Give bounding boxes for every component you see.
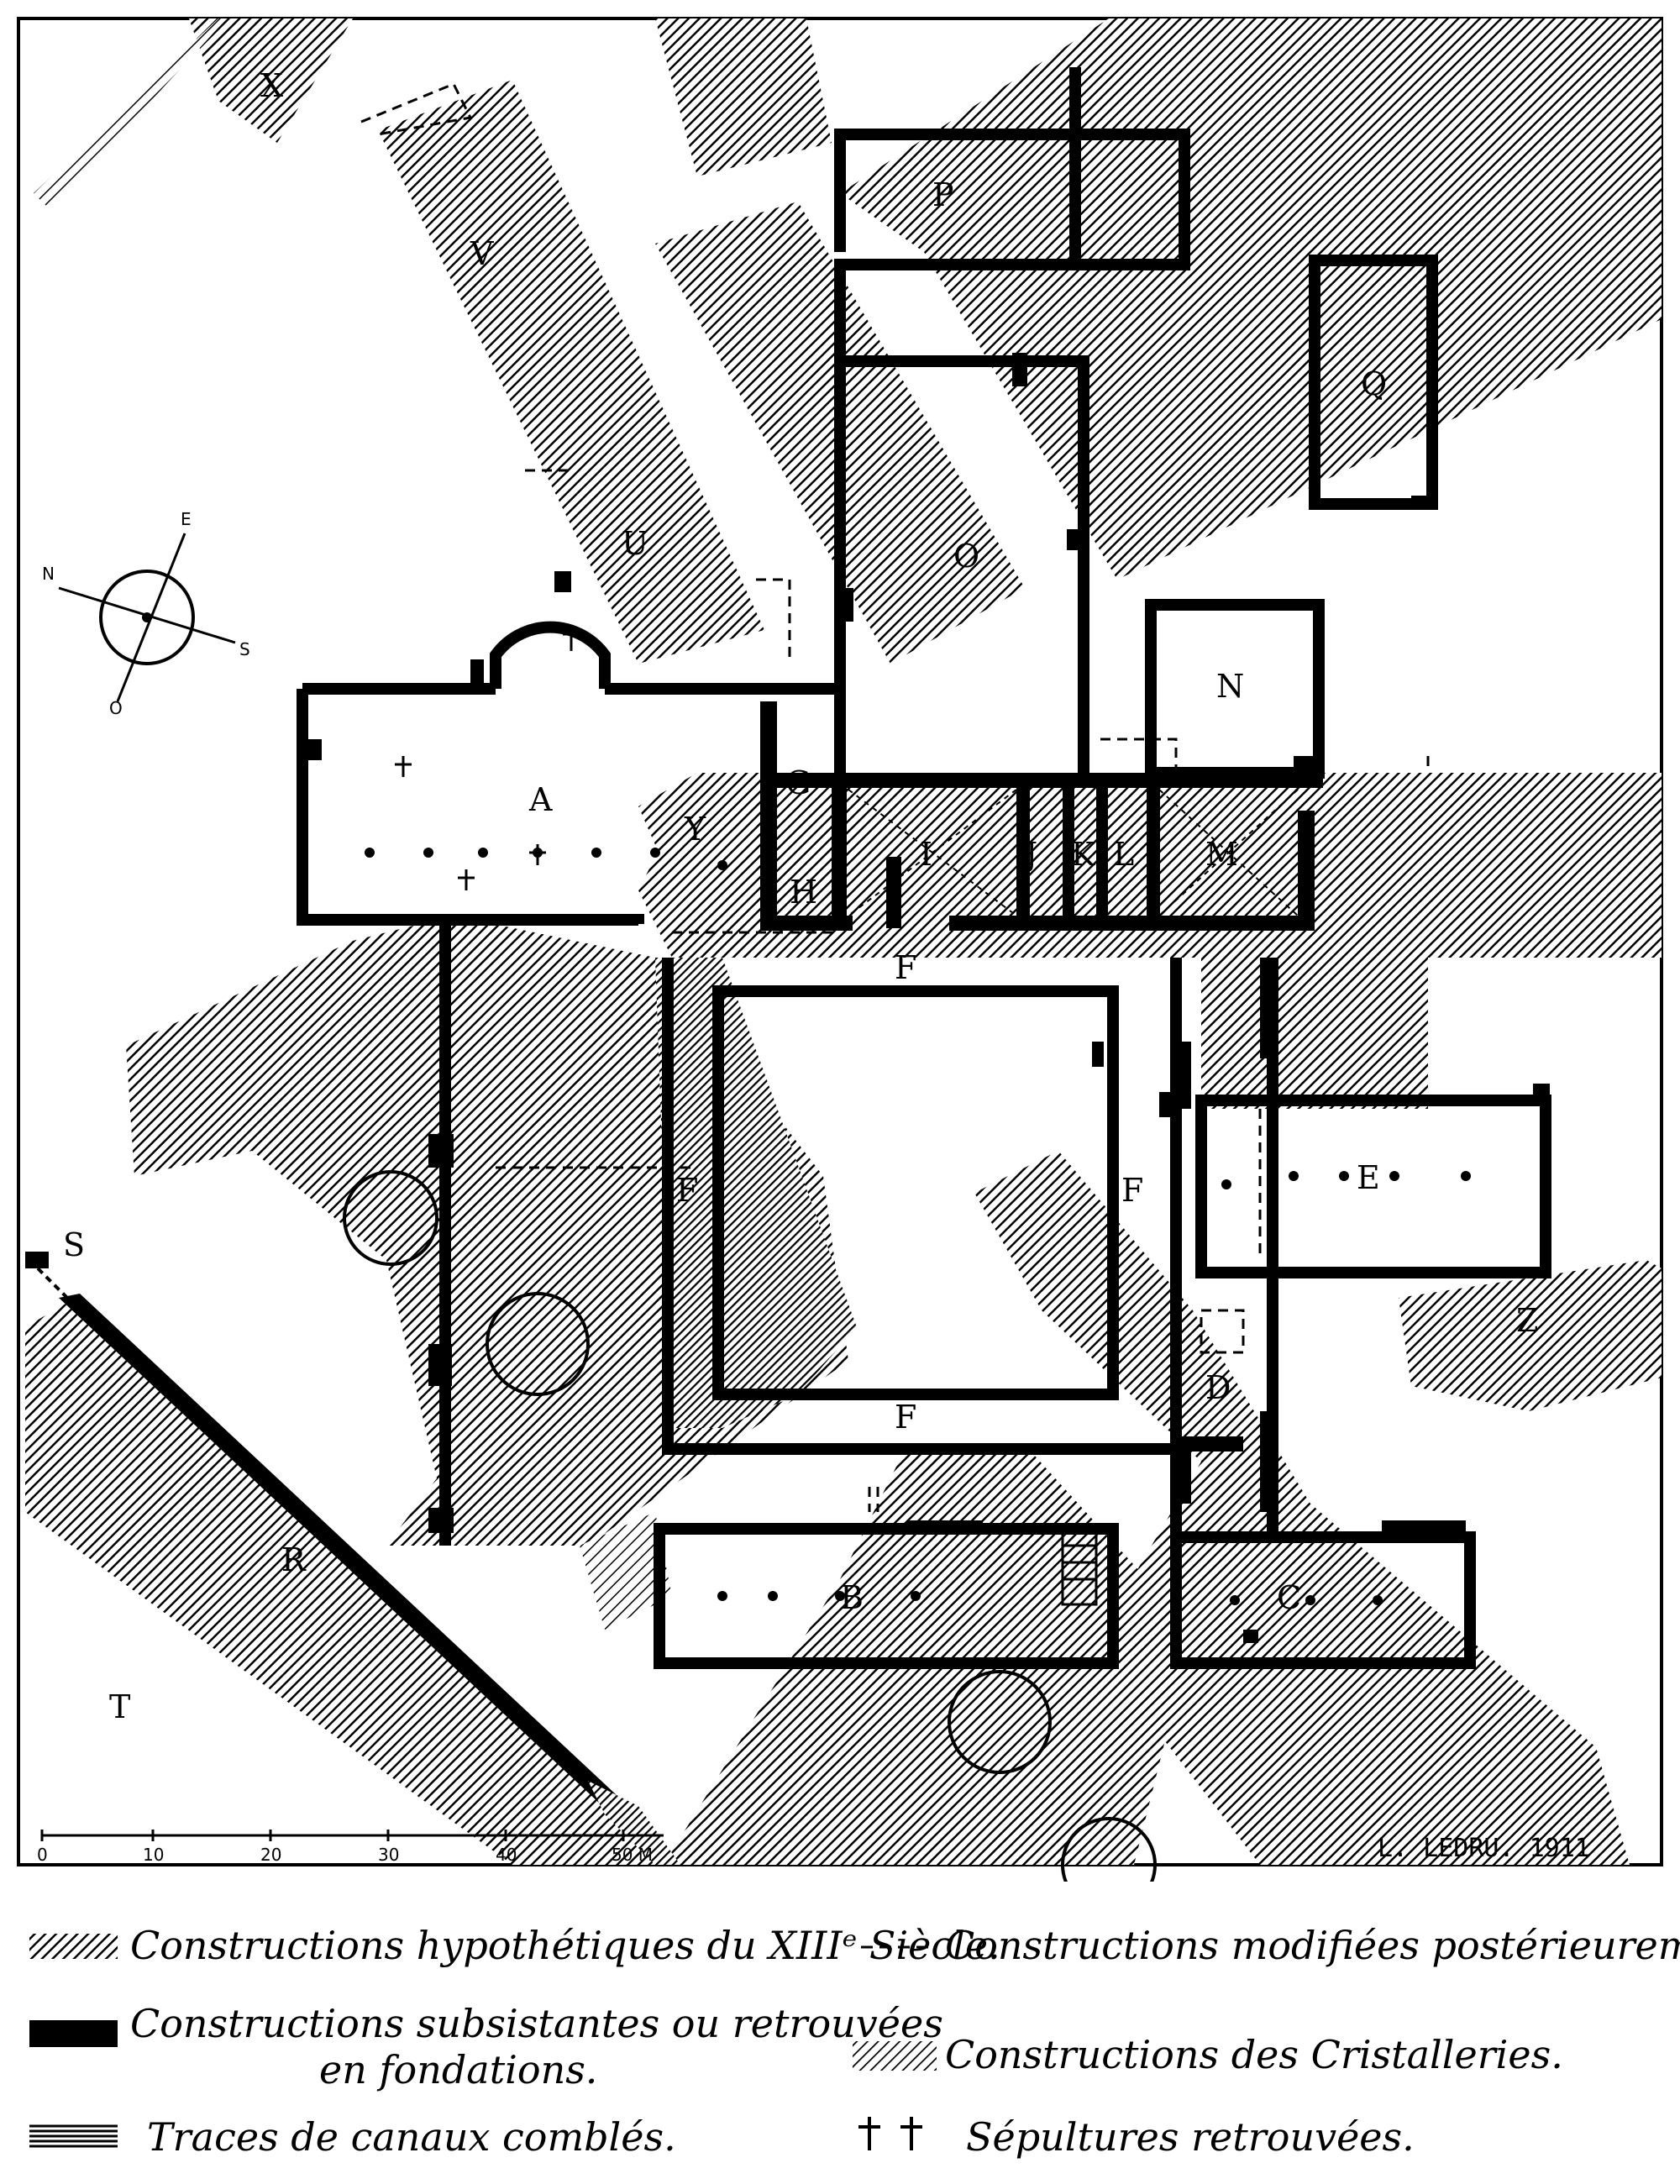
well-1 (343, 1170, 438, 1266)
well-4 (1061, 1817, 1157, 1882)
label-T: T (109, 1688, 130, 1725)
legend-modified: Constructions modifiées postérieurement (945, 1923, 1680, 1968)
scale-tick-50: 50 M (612, 1845, 653, 1865)
label-L: L (1113, 836, 1134, 873)
scale-tick-10: 10 (143, 1845, 164, 1865)
label-F-right: F (1121, 1172, 1143, 1209)
hypothetical-walls (297, 67, 1551, 1669)
wall-C (1170, 1531, 1476, 1669)
building-V-U (378, 80, 764, 664)
diag-bottom-B (664, 1445, 1193, 1865)
label-C: C (1277, 1579, 1301, 1616)
existing-walls (307, 353, 1550, 1643)
legend-burials: Sépultures retrouvées. (966, 2114, 1415, 2160)
label-E: E (1357, 1159, 1380, 1196)
legend-existing-1: Constructions subsistantes ou retrouvées (130, 2001, 943, 2046)
label-B: B (840, 1579, 864, 1616)
label-G: G (785, 764, 811, 801)
label-R: R (281, 1541, 307, 1578)
label-F-top: F (895, 949, 916, 986)
stair (1061, 1527, 1098, 1606)
label-X: X (260, 67, 283, 104)
label-V: V (470, 235, 494, 272)
legend-swatch-existing (29, 2020, 118, 2047)
well-2 (486, 1292, 590, 1396)
label-A: A (528, 781, 553, 818)
label-F-bottom: F (895, 1399, 916, 1436)
legend-hypothetical: Constructions hypothétiques du XIIIᵉ Siè… (130, 1923, 1000, 1968)
building-Z (1399, 1260, 1662, 1411)
legend: Constructions hypothétiques du XIIIᵉ Siè… (29, 1923, 1680, 2160)
nave-columns (365, 848, 1471, 1605)
label-J: J (1021, 836, 1037, 873)
wall-P (834, 129, 1190, 353)
legend-swatch-canals (29, 2124, 118, 2149)
building-R (25, 1298, 672, 1865)
strip-bottom-mid (580, 1512, 672, 1630)
label-I: I (920, 836, 932, 873)
label-D: D (1205, 1369, 1231, 1406)
label-N: N (1216, 668, 1244, 705)
compass-s: S (239, 639, 250, 659)
modified-constructions (360, 82, 1430, 1512)
wall-F-outer-left (662, 958, 1176, 1455)
compass-o: O (109, 698, 123, 718)
canal-trace (588, 1781, 680, 1865)
strip-F-left (655, 958, 857, 1428)
wall-A-outer (297, 689, 644, 926)
compass: N E S O (42, 509, 250, 718)
legend-swatch-hypothetical (29, 1934, 118, 1959)
label-H: H (790, 874, 817, 911)
wall-F-square (712, 985, 1119, 1400)
legend-swatch-cristalleries (853, 2041, 937, 2071)
site-plan: N E S O A B C D E F F F F G H I J K L M … (17, 17, 1663, 1882)
well-3 (948, 1670, 1052, 1774)
wall-Q (1309, 255, 1438, 510)
label-K: K (1071, 836, 1095, 873)
building-P-Q (840, 18, 1662, 580)
label-F-left: F (676, 1172, 698, 1209)
wells (343, 1170, 1157, 1882)
band-center (638, 773, 1596, 958)
wall-B (654, 1523, 1119, 1669)
burial-markers (395, 626, 580, 890)
room-labels: A B C D E F F F F G H I J K L M N O P Q … (63, 67, 1538, 1725)
label-U: U (622, 525, 648, 562)
scale-bar: 0 10 20 30 40 50 M (37, 1830, 664, 1865)
label-Y: Y (684, 811, 706, 848)
compass-n: N (42, 564, 55, 584)
legend-existing-2: en fondations. (319, 2047, 597, 2092)
compass-e: E (181, 509, 192, 529)
legend-swatch-burials (858, 2117, 922, 2150)
building-Y (638, 773, 840, 941)
wall-R-line (59, 1294, 655, 1840)
label-O: O (953, 538, 979, 575)
label-Z: Z (1516, 1302, 1538, 1339)
label-M: M (1205, 836, 1238, 873)
vault-lines (848, 789, 1299, 916)
label-S: S (63, 1226, 85, 1263)
building-X (189, 18, 353, 143)
wall-E (1195, 1095, 1551, 1278)
scale-tick-30: 30 (378, 1845, 399, 1865)
wall-A-apse (490, 621, 611, 689)
signature: L. LEDRU. 1911 (1378, 1834, 1590, 1863)
scale-tick-0: 0 (37, 1845, 48, 1865)
top-strip (655, 18, 832, 176)
label-Q: Q (1361, 365, 1387, 402)
wall-G-H-block (760, 701, 777, 928)
legend-cristalleries: Constructions des Cristalleries. (945, 2032, 1563, 2077)
wall-O (834, 353, 1089, 773)
building-X-left (34, 18, 227, 210)
building-D-block (1201, 941, 1428, 1109)
legend-canals: Traces de canaux comblés. (147, 2114, 676, 2160)
scale-tick-20: 20 (260, 1845, 281, 1865)
label-P: P (932, 176, 954, 213)
scale-tick-40: 40 (496, 1845, 517, 1865)
